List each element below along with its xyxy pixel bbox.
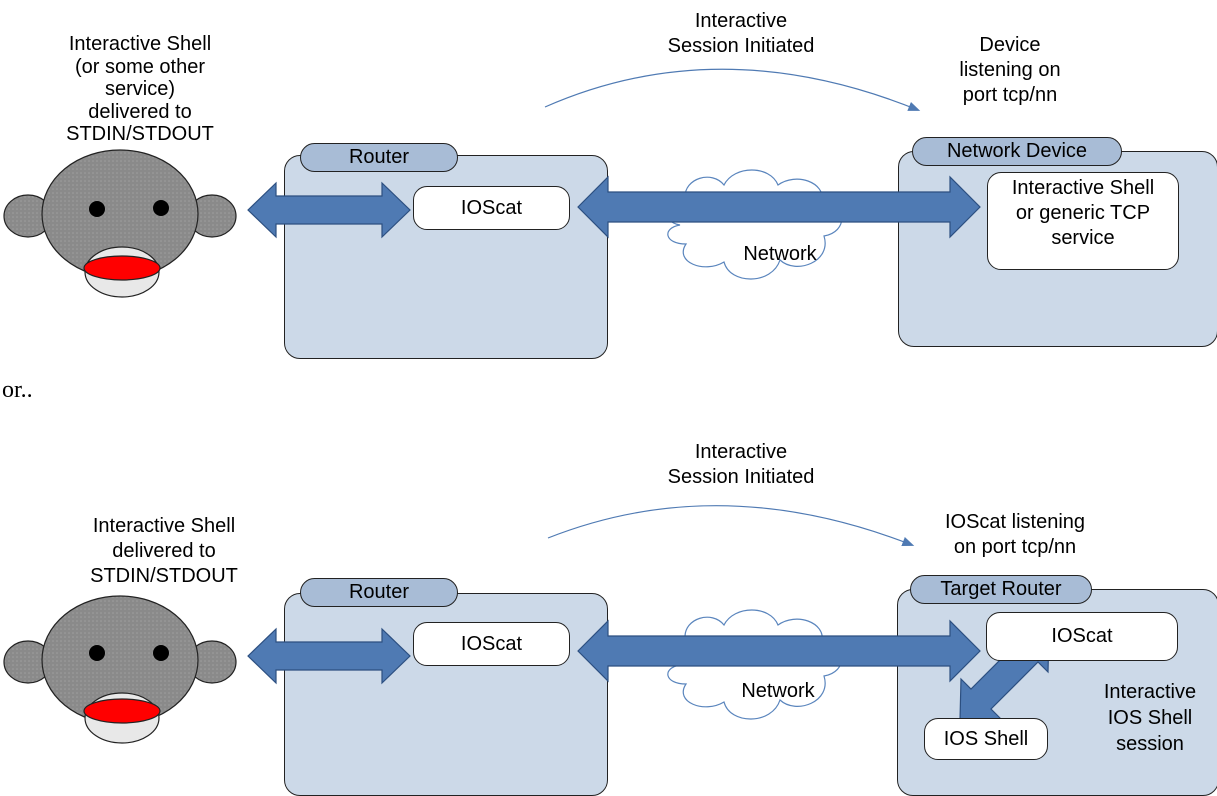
network-label: Network <box>743 243 817 265</box>
shell-label: Interactive Shell (or some other service… <box>66 33 214 145</box>
separator-text: or.. <box>2 377 33 403</box>
session-label: Interactive Session Initiated <box>667 441 815 488</box>
session-label: Interactive Session Initiated <box>667 10 815 57</box>
ioscat-node: IOScat <box>413 622 570 666</box>
network-device-tag: Network Device <box>912 137 1122 166</box>
network-label: Network <box>741 680 815 702</box>
session-arc <box>544 68 921 111</box>
device-listening-label: Device listening on port tcp/nn <box>959 34 1061 106</box>
router-tag: Router <box>300 143 458 172</box>
sock-monkey-icon <box>3 595 237 744</box>
ioscat-listening-label: IOScat listening on port tcp/nn <box>944 511 1086 558</box>
router-tag: Router <box>300 578 458 607</box>
ioscat-node: IOScat <box>413 186 570 230</box>
session-arc <box>547 505 915 546</box>
device-service-node: Interactive Shell or generic TCP service <box>987 172 1179 270</box>
double-arrow-icon <box>577 175 981 239</box>
double-arrow-icon <box>247 181 411 239</box>
ios-shell-node: IOS Shell <box>924 718 1048 760</box>
shell-label: Interactive Shell delivered to STDIN/STD… <box>90 515 238 587</box>
target-router-tag: Target Router <box>910 575 1092 604</box>
sock-monkey-icon <box>3 149 237 298</box>
double-arrow-icon <box>247 627 411 685</box>
ios-session-label: Interactive IOS Shell session <box>1103 681 1197 755</box>
double-arrow-icon <box>577 619 981 683</box>
target-ioscat-node: IOScat <box>986 612 1178 661</box>
